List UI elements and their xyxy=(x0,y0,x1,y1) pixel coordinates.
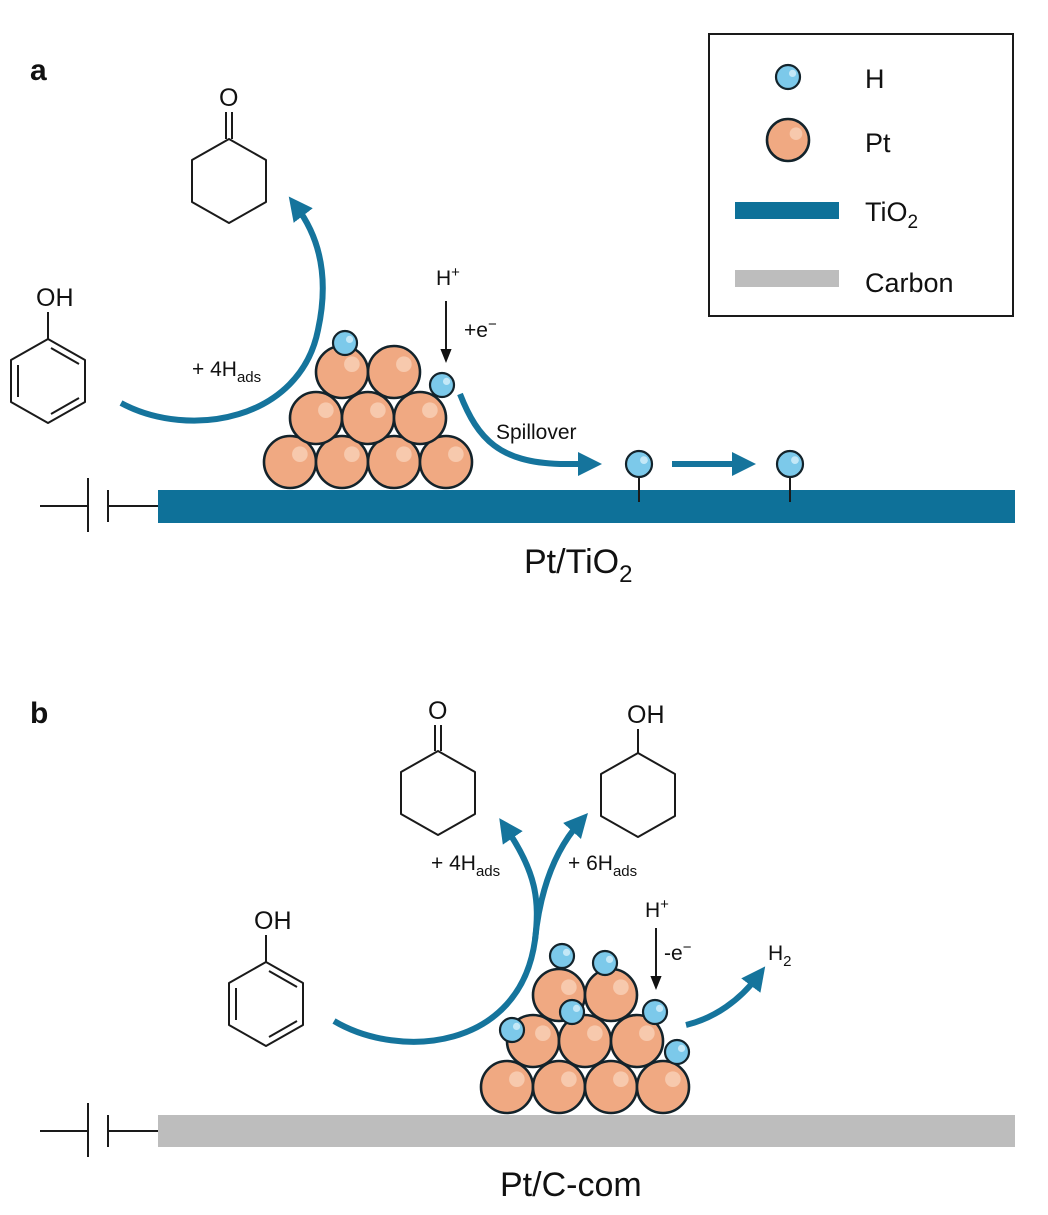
pt-cluster-b xyxy=(479,967,691,1115)
catalyst-name-b: Pt/C-com xyxy=(500,1166,642,1204)
catalyst-name-a: Pt/TiO2 xyxy=(524,543,632,588)
pt-cluster-a xyxy=(262,344,474,490)
hydrogenation-arrow-a xyxy=(119,196,326,424)
tio2-support xyxy=(158,490,1015,523)
legend-h-label: H xyxy=(865,64,885,94)
h-atom xyxy=(558,998,586,1026)
pt-atom xyxy=(418,434,474,490)
h-atom xyxy=(428,371,456,399)
cyclohexanol-oh-label: OH xyxy=(627,701,665,729)
reaction-label-6hads-b: + 6Hads xyxy=(568,852,637,880)
panel-a-letter: a xyxy=(30,54,47,87)
legend-h-symbol xyxy=(774,63,802,91)
proton-label-a: H+ xyxy=(436,264,460,290)
h-atom xyxy=(498,1016,526,1044)
spilled-h-atom xyxy=(624,449,654,479)
pt-atom xyxy=(635,1059,691,1115)
pt-atom xyxy=(340,390,396,446)
hydrogenation-arrow-b xyxy=(332,818,540,1045)
legend-tio2-label: TiO2 xyxy=(865,197,918,233)
electrode-symbol-b xyxy=(40,1103,158,1157)
cyclohexanone-molecule-b: O xyxy=(400,697,476,836)
carbon-support xyxy=(158,1115,1015,1147)
phenol-oh-label-b: OH xyxy=(254,907,292,935)
hydrogenation-branch-arrow-b xyxy=(532,813,588,941)
h-atoms-b xyxy=(498,942,691,1066)
pt-atom xyxy=(479,1059,535,1115)
reaction-label-4hads-b: + 4Hads xyxy=(431,852,500,880)
panel-b-letter: b xyxy=(30,697,48,730)
pt-atom xyxy=(531,1059,587,1115)
pt-atom xyxy=(557,1013,613,1069)
pt-atom xyxy=(262,434,318,490)
pt-atom xyxy=(583,967,639,1023)
h2-label: H2 xyxy=(768,942,792,970)
legend-carbon-symbol xyxy=(735,270,839,287)
phenol-oh-label: OH xyxy=(36,284,74,312)
legend-pt-label: Pt xyxy=(865,128,891,158)
h2-evolution-arrow xyxy=(685,966,766,1028)
legend: H Pt TiO2 Carbon xyxy=(708,33,1014,317)
pt-atom xyxy=(583,1059,639,1115)
legend-pt-symbol xyxy=(765,117,811,163)
cyclohexanol-molecule-b: OH xyxy=(600,701,676,838)
h-atom xyxy=(548,942,576,970)
h-atom xyxy=(663,1038,691,1066)
phenol-molecule-a: OH xyxy=(10,284,86,424)
legend-pt-atom xyxy=(765,117,811,163)
ketone-o-label-b: O xyxy=(428,697,447,725)
legend-tio2-symbol xyxy=(735,202,839,219)
pt-atom xyxy=(288,390,344,446)
electrode-symbol-a xyxy=(40,478,158,532)
cyclohexanone-molecule-a: O xyxy=(191,84,267,224)
spilled-h-atom xyxy=(775,449,805,479)
spillover-label: Spillover xyxy=(496,421,577,444)
pt-atom xyxy=(609,1013,665,1069)
reaction-label-4hads-a: + 4Hads xyxy=(192,358,261,386)
pt-atom xyxy=(366,344,422,400)
h-atom xyxy=(641,998,669,1026)
phenol-molecule-b: OH xyxy=(228,907,304,1047)
pt-atom xyxy=(314,434,370,490)
proton-label-b: H+ xyxy=(645,896,669,922)
legend-carbon-label: Carbon xyxy=(865,268,954,298)
h-atom xyxy=(591,949,619,977)
spillover-arrow xyxy=(457,392,602,476)
h-atom xyxy=(331,329,359,357)
h-atoms-a xyxy=(331,329,805,479)
ketone-o-label: O xyxy=(219,84,238,112)
pt-atom xyxy=(392,390,448,446)
electron-label-b: -e− xyxy=(664,939,692,965)
legend-h-atom xyxy=(774,63,802,91)
electron-label-a: +e− xyxy=(464,316,497,342)
